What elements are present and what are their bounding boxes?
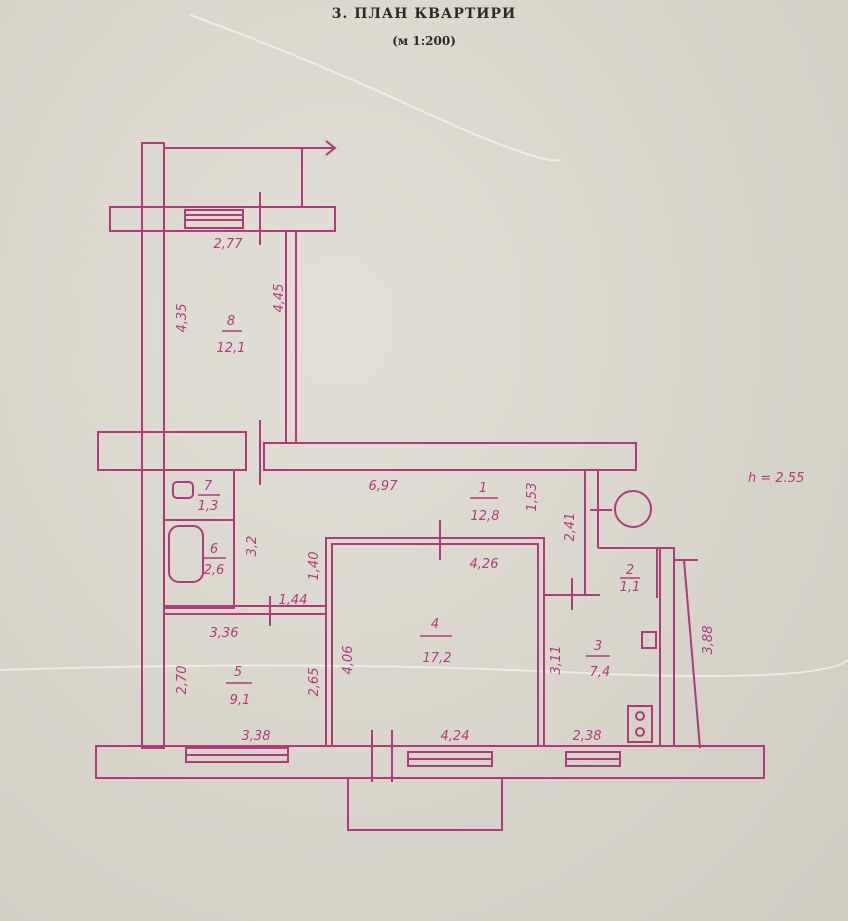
vent-shaft-icon: [614, 490, 652, 528]
dimension-label: 2,38: [573, 729, 602, 744]
wall-mid-right: [263, 442, 637, 471]
page-title: 3. ПЛАН КВАРТИРИ: [331, 6, 517, 22]
room-number: 4: [431, 617, 439, 632]
bathtub-icon: [168, 525, 204, 583]
room-number: 2: [626, 563, 634, 578]
dimension-label: 2,65: [307, 668, 322, 697]
walls: [95, 140, 765, 831]
paper-crease: [189, 14, 561, 162]
dimension-label: 1,53: [525, 483, 540, 512]
room-number: 8: [227, 314, 235, 329]
stove-icon: [627, 705, 653, 743]
dimension-label: 2,77: [214, 237, 244, 252]
room-area: 7,4: [590, 665, 611, 680]
dimension-label: 3,36: [210, 626, 239, 641]
outer-wall-left: [141, 142, 165, 749]
room-area: 1,3: [198, 499, 219, 514]
room-number: 6: [210, 542, 218, 557]
room-area: 2,6: [204, 563, 225, 578]
dimension-label: 2,70: [175, 666, 190, 695]
outer-wall-right: [659, 547, 675, 747]
balcony-bottom: [347, 777, 503, 831]
wall-room8-top: [109, 206, 336, 232]
dimension-label: 4,24: [441, 729, 470, 744]
room-number: 7: [204, 479, 213, 494]
room-area: 9,1: [230, 693, 251, 708]
toilet-icon: [172, 481, 194, 499]
dimension-label: 4,26: [470, 557, 499, 572]
wall-room8-right: [285, 230, 297, 444]
room-number: 1: [479, 481, 487, 496]
ceiling-height-note: h = 2.55: [748, 471, 804, 486]
dimension-label: 4,35: [175, 304, 190, 333]
dimension-label: 3,11: [549, 646, 564, 675]
dimension-label: 3,38: [242, 729, 271, 744]
dimension-label: 4,45: [272, 284, 287, 313]
room-area: 12,8: [471, 509, 500, 524]
room-area: 12,1: [217, 341, 246, 356]
scale-label: (м 1:200): [392, 34, 456, 48]
dimension-label: 4,06: [341, 646, 356, 675]
room-number: 3: [594, 639, 602, 654]
dimension-label: 1,44: [279, 593, 308, 608]
dimension-label: 1,40: [307, 552, 322, 581]
room-area: 1,1: [620, 580, 641, 595]
wall-mid-left: [97, 431, 247, 471]
bathroom-block: [163, 469, 235, 609]
room-number: 5: [234, 665, 242, 680]
dimension-label: 2,41: [563, 513, 578, 542]
room-area: 17,2: [423, 651, 452, 666]
room4-walls: [325, 537, 545, 747]
dimension-label: 3,2: [245, 536, 260, 557]
dimension-label: 3,88: [701, 626, 716, 655]
sink-icon: [641, 631, 657, 649]
dimension-label: 6,97: [369, 479, 399, 494]
arrow-mark: [325, 140, 337, 156]
